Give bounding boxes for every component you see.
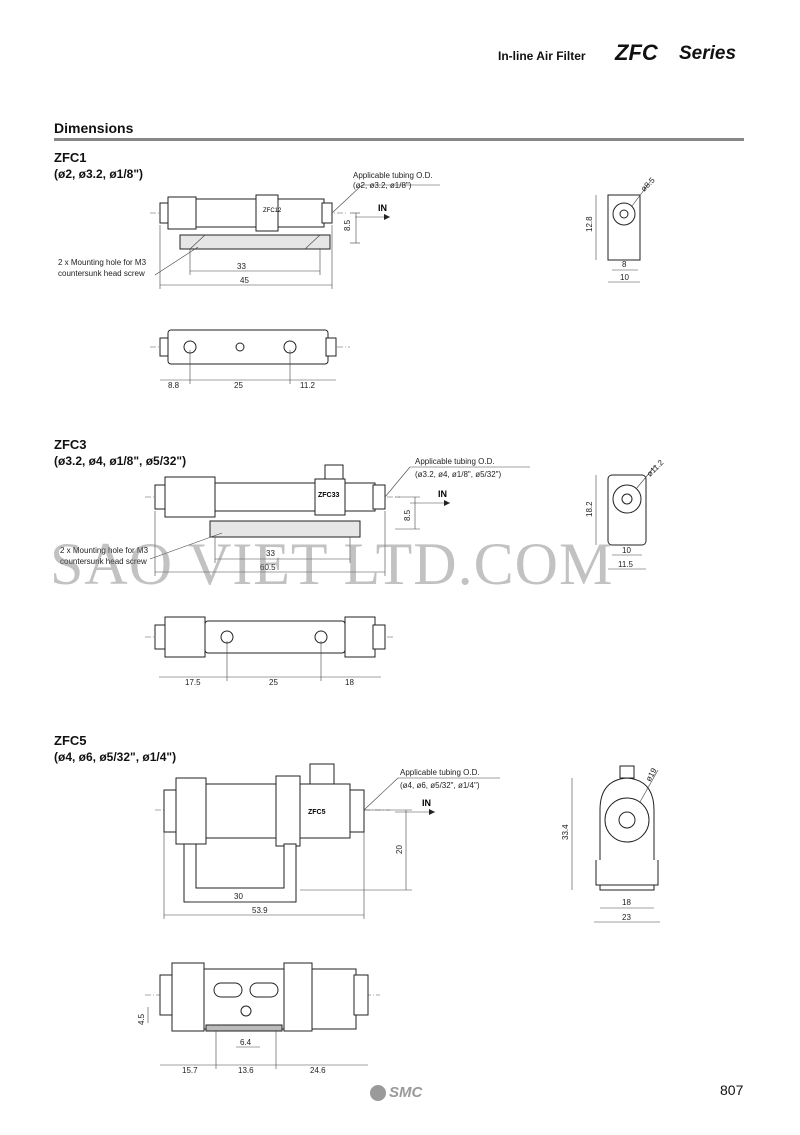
- section-rule: [54, 138, 744, 141]
- zfc5-dim-height: 20: [395, 845, 404, 854]
- model-name-zfc1: ZFC1: [54, 150, 87, 165]
- footer-brand: SMC: [370, 1084, 422, 1101]
- zfc1-bottom-view: 8.8 25 11.2: [150, 329, 350, 390]
- zfc3-callout-sizes: (ø3.2, ø4, ø1/8", ø5/32"): [415, 470, 501, 479]
- zfc1-mount-note-1: 2 x Mounting hole for M3: [58, 258, 147, 267]
- zfc3-side-view: ø11.2 18.2 10 11.5: [585, 458, 666, 570]
- zfc5-body-text: ZFC5: [308, 809, 326, 816]
- zfc3-dim-pitch: 25: [269, 678, 278, 687]
- zfc5-dim-left: 15.7: [182, 1066, 198, 1075]
- zfc1-dim-left: 8.8: [168, 381, 180, 390]
- zfc1-dim-pitch: 25: [234, 381, 243, 390]
- zfc3-dim-side-h: 18.2: [585, 501, 594, 517]
- zfc1-dim-dia: ø8.5: [639, 175, 657, 193]
- zfc5-in-label: IN: [422, 798, 431, 808]
- model-tubing-zfc3: (ø3.2, ø4, ø1/8", ø5/32"): [54, 454, 187, 468]
- zfc3-body-text: ZFC33: [318, 492, 340, 499]
- zfc5-dim-mount: 30: [234, 892, 243, 901]
- zfc1-callout: Applicable tubing O.D.: [353, 171, 433, 180]
- zfc5-dim-slot-h: 4.5: [137, 1013, 146, 1025]
- zfc1-dim-side-in: 8: [622, 260, 627, 269]
- zfc5-bottom-view: 4.5 6.4 15.7 13.6 24.6: [137, 962, 380, 1075]
- zfc5-dim-dia: ø19: [644, 766, 659, 783]
- zfc1-dim-side-w: 10: [620, 273, 629, 282]
- zfc3-callout: Applicable tubing O.D.: [415, 457, 495, 466]
- watermark: SAO VIET LTD.COM: [50, 531, 614, 597]
- header-series-code: ZFC: [615, 40, 658, 65]
- header-subtitle: In-line Air Filter: [498, 49, 586, 63]
- zfc1-dim-side-h: 12.8: [585, 216, 594, 232]
- zfc5-side-view: ø19 33.4 18 23: [561, 765, 660, 923]
- zfc3-in-label: IN: [438, 489, 447, 499]
- zfc1-mount-note-2: countersunk head screw: [58, 269, 145, 278]
- page-number: 807: [720, 1082, 744, 1098]
- zfc1-dim-right: 11.2: [300, 381, 316, 390]
- zfc5-dim-side-w: 23: [622, 913, 631, 922]
- zfc1-in-label: IN: [378, 203, 387, 213]
- zfc1-body-text: ZFC12: [263, 208, 282, 214]
- zfc5-dim-side-h: 33.4: [561, 824, 570, 840]
- zfc1-dim-height: 8.5: [343, 219, 352, 231]
- zfc3-mount-note-2: countersunk head screw: [60, 557, 147, 566]
- zfc5-dim-mid: 13.6: [238, 1066, 254, 1075]
- zfc3-dim-height: 8.5: [403, 509, 412, 521]
- model-name-zfc5: ZFC5: [54, 733, 87, 748]
- page-header: In-line Air Filter ZFC Series: [498, 40, 758, 70]
- zfc3-dim-side-w: 11.5: [618, 560, 634, 569]
- zfc3-dim-side-in: 10: [622, 546, 631, 555]
- zfc5-front-view: ZFC5 Applicable tubing O.D. (ø4, ø6, ø5/…: [155, 763, 500, 919]
- model-tubing-zfc5: (ø4, ø6, ø5/32", ø1/4"): [54, 750, 177, 764]
- model-tubing-zfc1: (ø2, ø3.2, ø1/8"): [54, 167, 144, 181]
- zfc5-dim-side-in: 18: [622, 898, 631, 907]
- zfc1-dim-length: 45: [240, 276, 249, 285]
- section-title: Dimensions: [54, 120, 134, 136]
- zfc3-dim-left: 17.5: [185, 678, 201, 687]
- zfc3-dim-length: 60.5: [260, 563, 276, 572]
- model-name-zfc3: ZFC3: [54, 437, 87, 452]
- footer-brand-text: SMC: [389, 1084, 423, 1101]
- zfc1-side-view: ø8.5 12.8 8 10: [585, 175, 657, 283]
- zfc1-front-view: ZFC12 Applicable tubing O.D. (ø2, ø3.2, …: [58, 171, 440, 289]
- zfc5-dim-length: 53.9: [252, 906, 268, 915]
- zfc5-callout-sizes: (ø4, ø6, ø5/32", ø1/4"): [400, 781, 480, 790]
- zfc1-callout-sizes: (ø2, ø3.2, ø1/8"): [353, 181, 412, 190]
- zfc3-dim-mount: 33: [266, 549, 275, 558]
- zfc5-callout: Applicable tubing O.D.: [400, 768, 480, 777]
- zfc3-dim-right: 18: [345, 678, 354, 687]
- zfc3-dim-dia: ø11.2: [645, 458, 666, 479]
- zfc3-bottom-view: 17.5 25 18: [145, 616, 395, 687]
- zfc3-front-view: ZFC33 Applicable tubing O.D. (ø3.2, ø4, …: [60, 457, 530, 576]
- zfc3-mount-note-1: 2 x Mounting hole for M3: [60, 546, 149, 555]
- zfc5-dim-right: 24.6: [310, 1066, 326, 1075]
- zfc5-dim-slot: 6.4: [240, 1038, 252, 1047]
- smc-logo-icon: [370, 1084, 386, 1101]
- header-series-word: Series: [679, 43, 737, 64]
- zfc1-dim-mount: 33: [237, 262, 246, 271]
